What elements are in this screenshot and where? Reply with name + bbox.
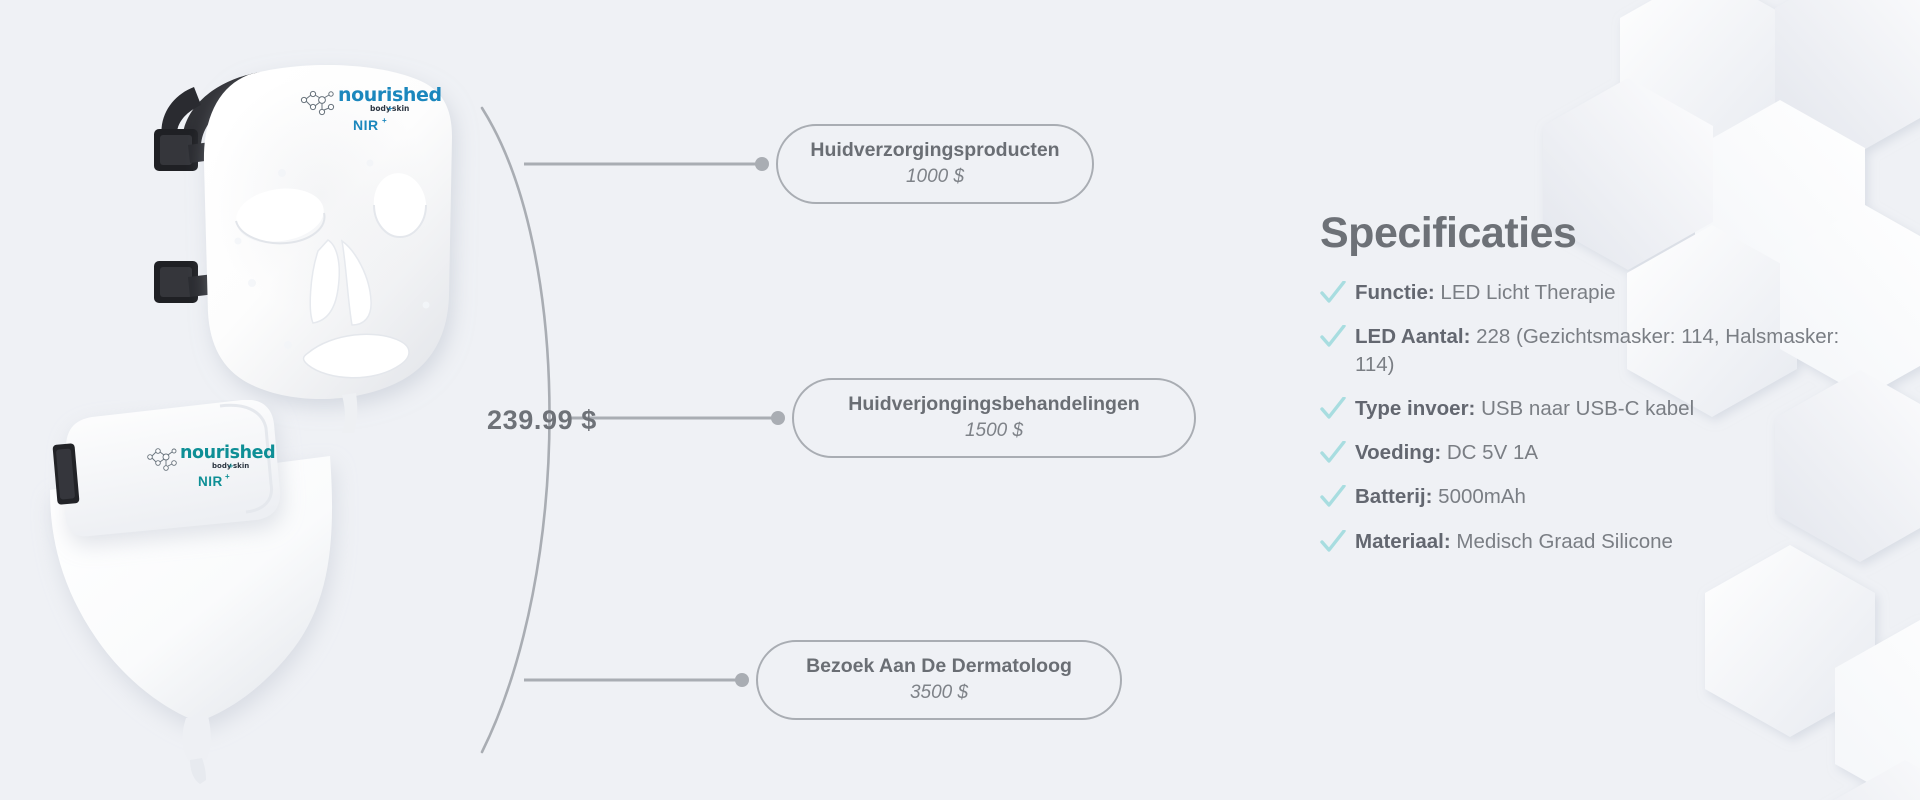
spec-value: 5000mAh [1438, 485, 1526, 509]
svg-text:skin: skin [392, 104, 409, 113]
spec-label: LED Aantal: [1355, 325, 1471, 349]
product-photos: nourished body + skin NIR + [0, 0, 520, 800]
spec-value: USB naar USB-C kabel [1481, 396, 1695, 420]
comparison-pill-price: 1000 $ [905, 165, 965, 187]
face-mask-logo [300, 90, 335, 116]
check-icon [1320, 396, 1346, 419]
svg-text:NIR: NIR [353, 117, 379, 133]
check-icon [1320, 485, 1346, 507]
face-mask-image: nourished body + skin NIR + [154, 64, 452, 433]
spec-item-batterij: Batterij: 5000mAh [1320, 483, 1850, 510]
svg-text:body: body [370, 104, 391, 113]
spec-value: DC 5V 1A [1446, 441, 1539, 464]
spec-item-led-aantal: LED Aantal: 228 (Gezichtsmasker: 114, Ha… [1320, 323, 1850, 378]
svg-text:+: + [387, 104, 393, 113]
check-icon [1320, 529, 1346, 552]
svg-text:body: body [212, 462, 232, 470]
comparison-pill-price: 3500 $ [909, 681, 969, 703]
spec-item-type-invoer: Type invoer: USB naar USB-C kabel [1320, 395, 1850, 422]
spec-label: Materiaal: [1355, 529, 1451, 553]
check-icon [1320, 325, 1346, 347]
check-icon [1320, 441, 1346, 463]
comparison-pill-label: Huidverzorgingsproducten [810, 139, 1060, 162]
spec-item-functie: Functie: LED Licht Therapie [1320, 279, 1850, 306]
spec-label: Functie: [1355, 281, 1435, 304]
comparison-pill-rejuvenation-treatments[interactable]: Huidverjongingsbehandelingen 1500 $ [792, 378, 1196, 458]
spec-label: Voeding: [1355, 441, 1442, 464]
svg-text:+: + [228, 462, 234, 470]
neck-mask-image: nourished body + skin NIR + [50, 400, 333, 784]
spec-item-voeding: Voeding: DC 5V 1A [1320, 439, 1850, 466]
svg-text:+: + [225, 472, 230, 481]
svg-text:NIR: NIR [198, 474, 223, 489]
svg-text:skin: skin [233, 462, 249, 470]
product-price: 239.99 $ [487, 405, 597, 435]
neck-mask-logo [147, 448, 177, 471]
spec-value: LED Licht Therapie [1440, 281, 1616, 304]
comparison-pill-label: Bezoek Aan De Dermatoloog [806, 655, 1072, 678]
spec-value: 228 (Gezichtsmasker: 114, Halsmasker: 11… [1355, 325, 1840, 376]
specifications-panel: Specificaties Functie: LED Licht Therapi… [1320, 212, 1850, 572]
spec-label: Type invoer: [1355, 396, 1476, 420]
comparison-pill-skincare-products[interactable]: Huidverzorgingsproducten 1000 $ [776, 124, 1094, 204]
spec-label: Batterij: [1355, 485, 1433, 509]
comparison-connector-bracket [480, 106, 785, 754]
svg-text:nourished: nourished [338, 84, 442, 106]
specifications-title: Specificaties [1320, 209, 1577, 257]
svg-text:nourished: nourished [180, 443, 275, 463]
comparison-pill-price: 1500 $ [964, 419, 1024, 441]
spec-value: Medisch Graad Silicone [1456, 529, 1673, 553]
spec-item-materiaal: Materiaal: Medisch Graad Silicone [1320, 528, 1850, 555]
svg-text:+: + [382, 116, 387, 125]
check-icon [1320, 281, 1346, 303]
comparison-pill-label: Huidverjongingsbehandelingen [848, 393, 1140, 416]
comparison-pill-dermatologist-visit[interactable]: Bezoek Aan De Dermatoloog 3500 $ [756, 640, 1122, 720]
